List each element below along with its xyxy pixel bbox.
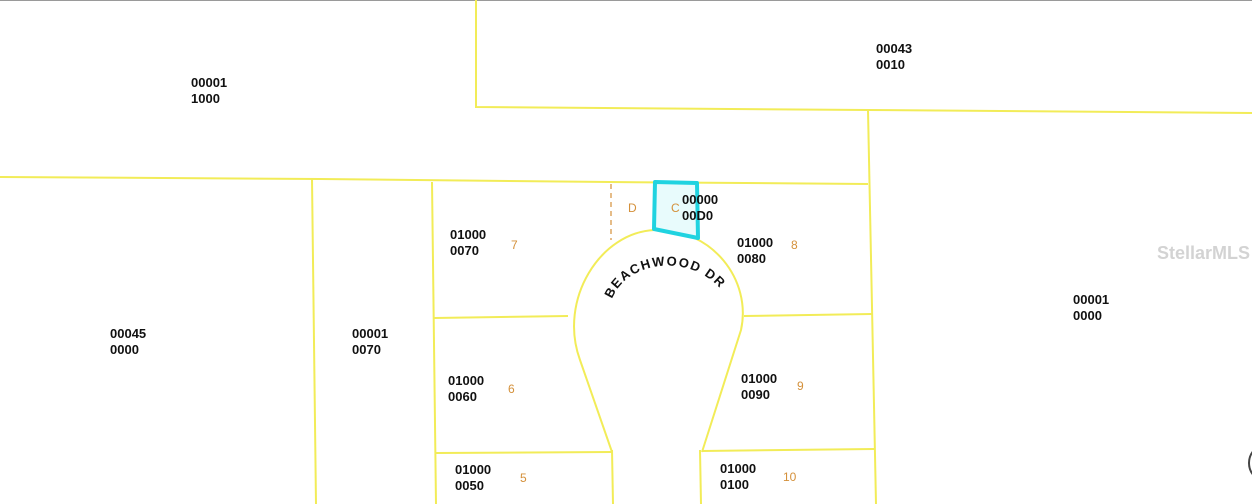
parcel-label-00043-0010[interactable]: 00043 0010 [876, 41, 916, 72]
lot-letter-d: D [628, 201, 637, 215]
parcel-label-00000-00d0[interactable]: 00000 00D0 [682, 192, 722, 223]
parcel-label-01000-0090[interactable]: 01000 0090 [741, 371, 781, 402]
parcel-label-01000-0080[interactable]: 01000 0080 [737, 235, 777, 266]
parcel-label-00001-0000[interactable]: 00001 0000 [1073, 292, 1113, 323]
parcel-label-00001-1000[interactable]: 00001 1000 [191, 75, 231, 106]
lot-number-7: 7 [511, 238, 518, 252]
selected-parcel-highlight[interactable] [652, 180, 700, 240]
lot-number-8: 8 [791, 238, 798, 252]
lot-number-10: 10 [783, 470, 797, 484]
lot-number-6: 6 [508, 382, 515, 396]
lot-letter-c: C [671, 201, 680, 215]
lot-number-9: 9 [797, 379, 804, 393]
parcel-label-00045-0000[interactable]: 00045 0000 [110, 326, 150, 357]
parcel-label-01000-0050[interactable]: 01000 0050 [455, 462, 495, 493]
parcel-label-00001-0070[interactable]: 00001 0070 [352, 326, 392, 357]
stellarmls-watermark: StellarMLS [1157, 243, 1250, 263]
street-label-beachwood-dr: BEACHWOOD DR [601, 253, 729, 300]
lot-number-5: 5 [520, 471, 527, 485]
parcel-label-01000-0060[interactable]: 01000 0060 [448, 373, 488, 404]
parcel-label-01000-0070[interactable]: 01000 0070 [450, 227, 490, 258]
map-edge-control-icon[interactable] [1248, 444, 1252, 482]
parcel-label-01000-0100[interactable]: 01000 0100 [720, 461, 760, 492]
